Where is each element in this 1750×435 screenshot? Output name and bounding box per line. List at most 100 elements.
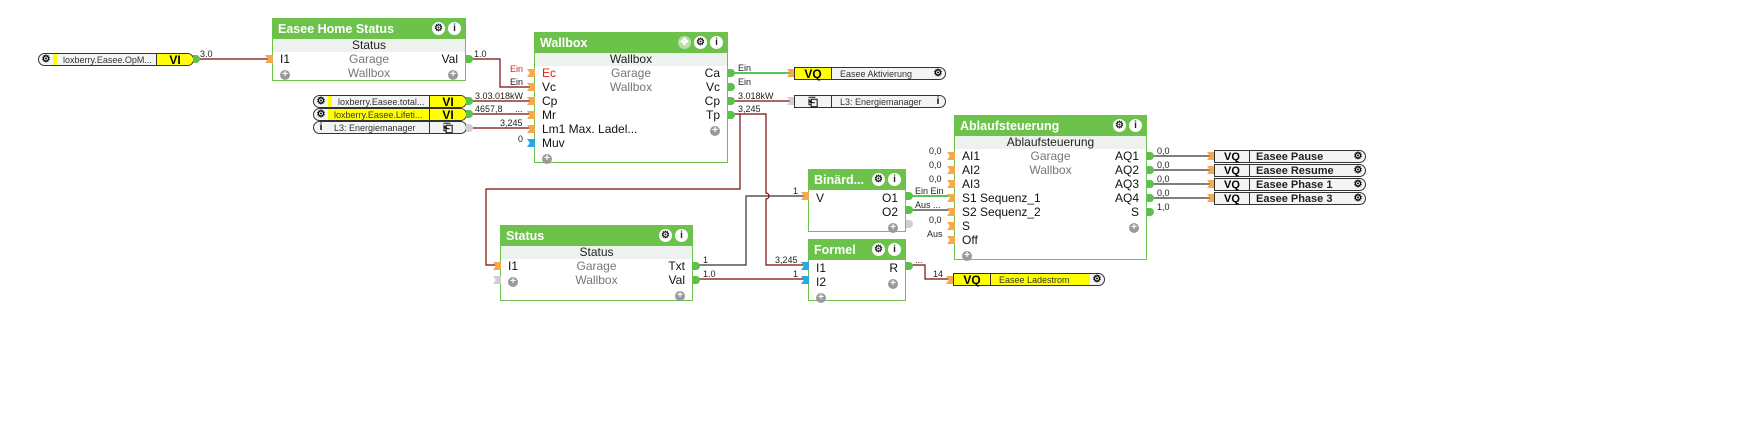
output-pin[interactable]: [728, 69, 735, 77]
input-pin[interactable]: [527, 97, 535, 105]
add-input-icon[interactable]: +: [962, 251, 972, 261]
gear-icon[interactable]: ⚙: [659, 229, 672, 242]
input-pin[interactable]: [801, 276, 809, 284]
add-input-icon[interactable]: +: [508, 277, 518, 287]
input-pin[interactable]: [946, 276, 954, 284]
info-icon[interactable]: i: [888, 173, 901, 186]
gear-icon[interactable]: ⚙: [694, 36, 707, 49]
info-icon[interactable]: i: [710, 36, 723, 49]
virtual-input-opmode[interactable]: ⚙ loxberry.Easee.OpM... VI: [38, 53, 194, 66]
output-pin[interactable]: [906, 262, 913, 270]
add-output-icon[interactable]: +: [888, 279, 898, 289]
info-icon[interactable]: i: [675, 229, 688, 242]
input-pin[interactable]: [527, 125, 535, 133]
input-pin[interactable]: [801, 262, 809, 270]
gear-icon[interactable]: ⚙: [1353, 193, 1363, 204]
memory-input-energiemanager[interactable]: i L3: Energiemanager ⎗: [313, 121, 467, 134]
memory-output-energiemanager[interactable]: ⎗ L3: Energiemanager i: [794, 95, 946, 108]
wire-label: Aus: [927, 229, 943, 239]
input-pin[interactable]: [1207, 166, 1215, 174]
output-pin[interactable]: [906, 206, 913, 214]
virtual-input-lifetime[interactable]: ⚙ loxberry.Easee.Lifeti... VI: [313, 108, 467, 121]
info-icon[interactable]: i: [888, 243, 901, 256]
gear-icon[interactable]: ⚙: [933, 68, 943, 79]
info-icon[interactable]: i: [1129, 119, 1142, 132]
virtual-output-phase3[interactable]: VQ Easee Phase 3 ⚙: [1214, 192, 1366, 205]
block-status[interactable]: Status ⚙i Status I1 Garage Txt + Wallbox…: [500, 225, 693, 301]
gear-icon[interactable]: ⚙: [316, 96, 326, 107]
virtual-input-total[interactable]: ⚙ loxberry.Easee.total... VI: [313, 95, 467, 108]
info-icon[interactable]: i: [936, 96, 940, 107]
block-wallbox[interactable]: Wallbox ✥⚙i Wallbox Ec Garage Ca Vc Wall…: [534, 32, 728, 164]
virtual-output-ladestrom[interactable]: VQ Easee Ladestrom ⚙: [953, 273, 1105, 286]
add-input-icon[interactable]: +: [816, 293, 826, 303]
output-pin[interactable]: [466, 97, 473, 105]
virtual-output-resume[interactable]: VQ Easee Resume ⚙: [1214, 164, 1366, 177]
output-pin[interactable]: [466, 110, 473, 118]
add-input-icon[interactable]: +: [280, 70, 290, 80]
output-pin[interactable]: [466, 55, 473, 63]
input-pin[interactable]: [265, 55, 273, 63]
output-pin[interactable]: [1147, 180, 1154, 188]
output-pin[interactable]: [906, 220, 913, 228]
block-formel[interactable]: Formel ⚙i I1 R I2 + +: [808, 239, 906, 303]
input-pin[interactable]: [947, 166, 955, 174]
input-pin[interactable]: [801, 192, 809, 200]
input-pin[interactable]: [1207, 194, 1215, 202]
output-pin[interactable]: [728, 111, 735, 119]
add-output-icon[interactable]: +: [1129, 223, 1139, 233]
output-pin[interactable]: [1147, 152, 1154, 160]
input-pin[interactable]: [493, 262, 501, 270]
input-pin[interactable]: [947, 194, 955, 202]
gear-icon[interactable]: ⚙: [1113, 119, 1126, 132]
output-pin[interactable]: [1147, 194, 1154, 202]
virtual-output-pause[interactable]: VQ Easee Pause ⚙: [1214, 150, 1366, 163]
add-output-icon[interactable]: +: [888, 223, 898, 233]
input-pin[interactable]: [527, 69, 535, 77]
input-pin[interactable]: [947, 222, 955, 230]
virtual-output-phase1[interactable]: VQ Easee Phase 1 ⚙: [1214, 178, 1366, 191]
output-pin[interactable]: [728, 83, 735, 91]
add-input-icon[interactable]: +: [542, 154, 552, 164]
gear-icon[interactable]: ⚙: [872, 173, 885, 186]
output-pin[interactable]: [693, 276, 700, 284]
input-pin[interactable]: [527, 111, 535, 119]
gear-icon[interactable]: ⚙: [872, 243, 885, 256]
output-pin[interactable]: [906, 192, 913, 200]
input-pin[interactable]: [947, 152, 955, 160]
block-ablaufsteuerung[interactable]: Ablaufsteuerung ⚙i Ablaufsteuerung AI1 G…: [954, 115, 1147, 261]
gear-icon[interactable]: ⚙: [41, 54, 51, 65]
info-icon[interactable]: i: [448, 22, 461, 35]
input-pin[interactable]: [947, 208, 955, 216]
add-output-icon[interactable]: +: [448, 70, 458, 80]
gear-icon[interactable]: ⚙: [1092, 274, 1102, 285]
output-pin[interactable]: [1147, 166, 1154, 174]
output-pin[interactable]: [193, 55, 200, 63]
gear-icon[interactable]: ⚙: [432, 22, 445, 35]
input-pin[interactable]: [493, 276, 501, 284]
output-pin[interactable]: [728, 97, 735, 105]
move-icon[interactable]: ✥: [678, 36, 691, 49]
output-pin[interactable]: [693, 262, 700, 270]
output-pin[interactable]: [466, 124, 473, 132]
input-pin[interactable]: [1207, 152, 1215, 160]
input-pin[interactable]: [787, 97, 795, 105]
block-binaerdecoder[interactable]: Binärd... ⚙i V O1 O2 +: [808, 169, 906, 233]
add-output-icon[interactable]: +: [675, 291, 685, 301]
input-pin[interactable]: [527, 83, 535, 91]
info-icon[interactable]: i: [319, 122, 323, 133]
virtual-output-aktivierung[interactable]: VQ Easee Aktivierung ⚙: [794, 67, 946, 80]
input-pin[interactable]: [527, 139, 535, 147]
gear-icon[interactable]: ⚙: [1353, 151, 1363, 162]
block-easee-home-status[interactable]: Easee Home Status ⚙i Status I1 Garage Va…: [272, 18, 466, 81]
input-pin[interactable]: [787, 69, 795, 77]
input-pin[interactable]: [1207, 180, 1215, 188]
gear-icon[interactable]: ⚙: [1353, 179, 1363, 190]
output-pin[interactable]: [1147, 208, 1154, 216]
input-pin[interactable]: [947, 236, 955, 244]
add-output-icon[interactable]: +: [710, 126, 720, 136]
gear-icon[interactable]: ⚙: [316, 109, 326, 120]
input-pin[interactable]: [947, 180, 955, 188]
gear-icon[interactable]: ⚙: [1353, 165, 1363, 176]
